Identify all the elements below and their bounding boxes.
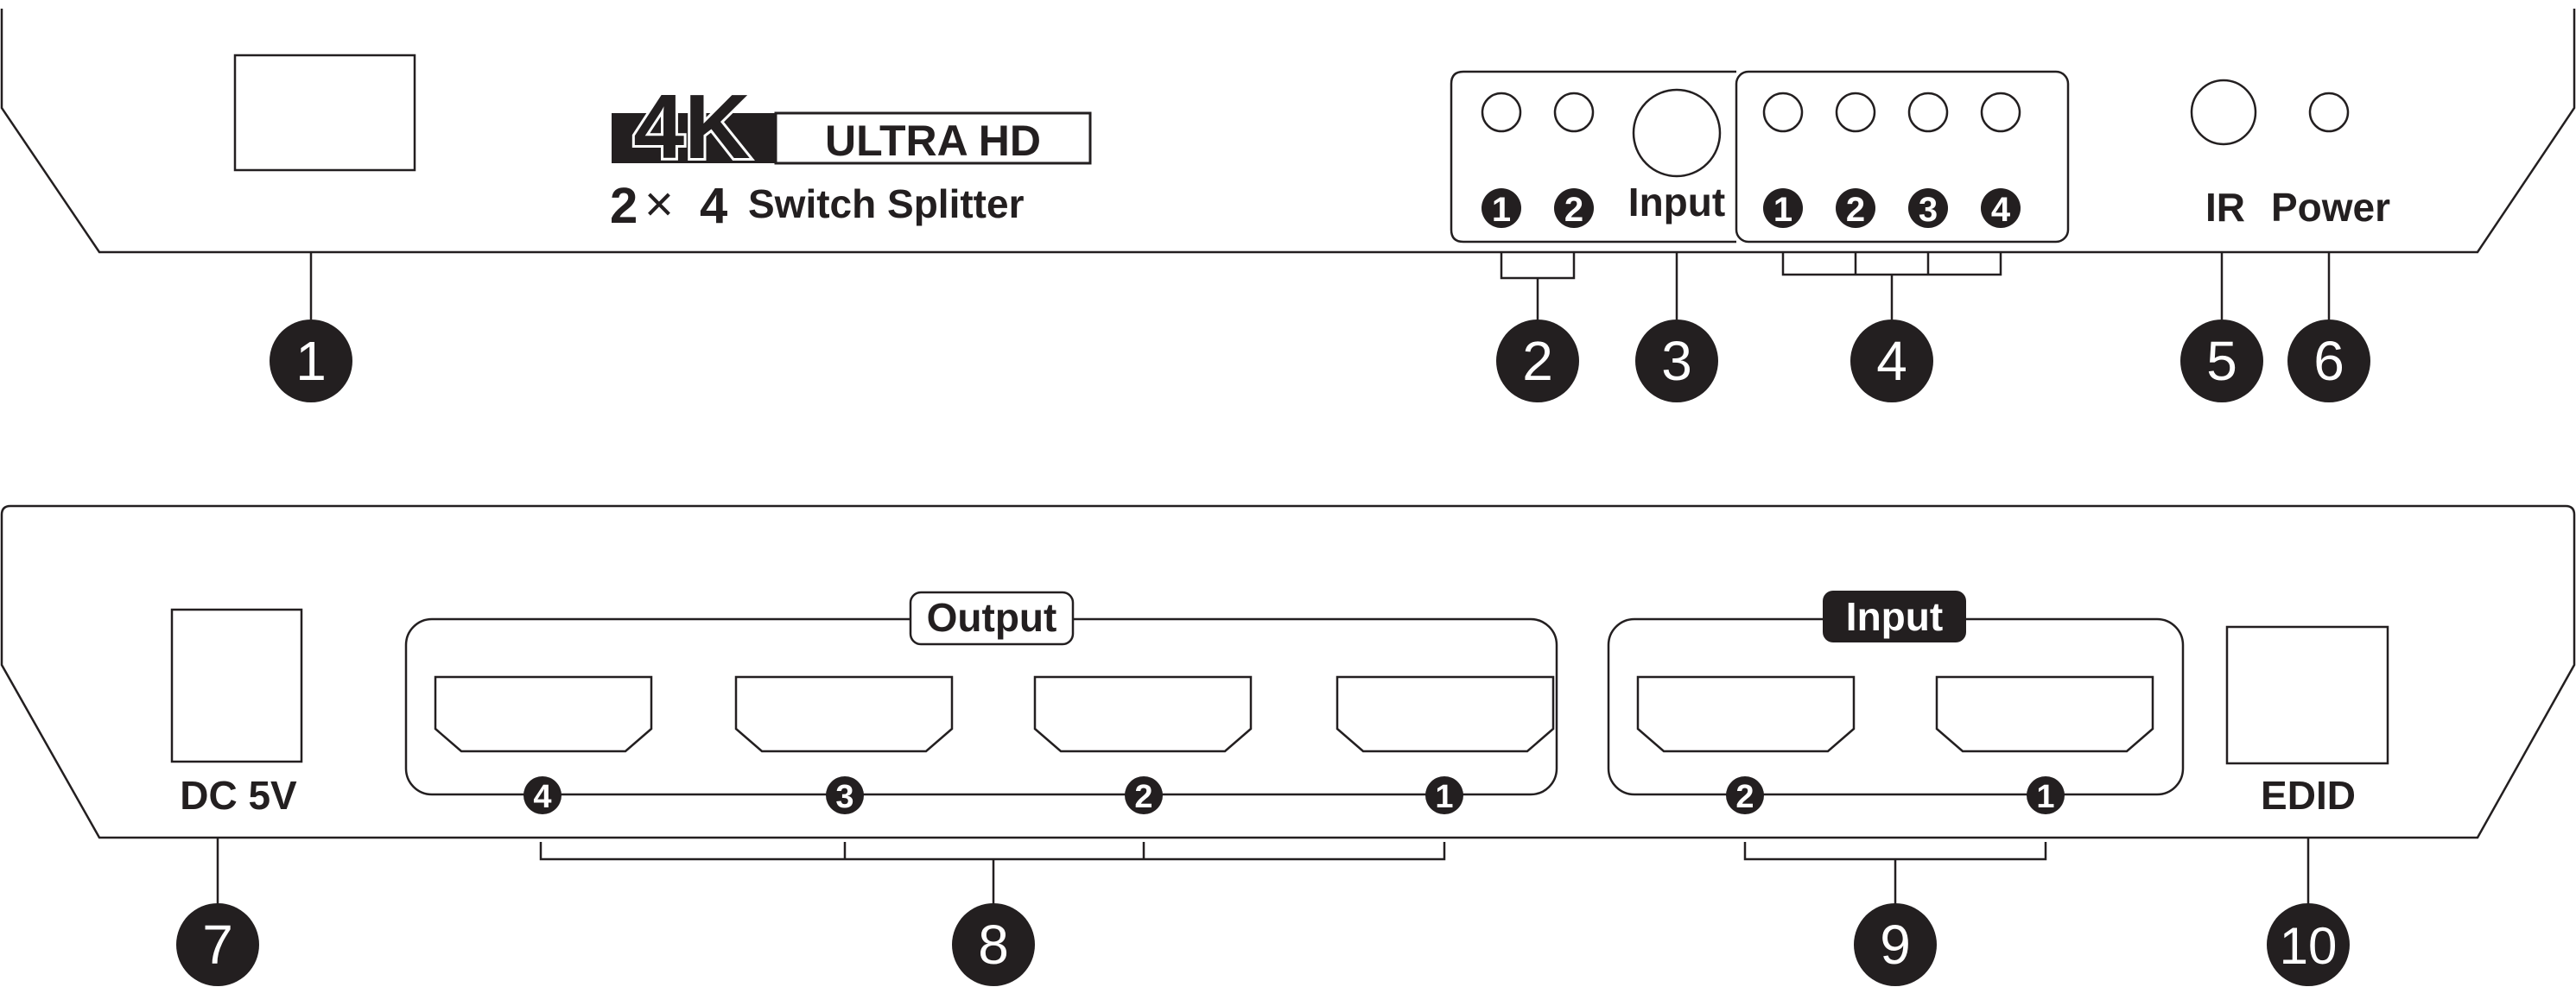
logo-size-b: 4: [700, 178, 727, 234]
output-port-badge-4: [523, 776, 562, 814]
input-led-badge-2-label: 2: [1564, 191, 1583, 229]
output-led-2: [1835, 92, 1876, 133]
hdmi-output-port-2[interactable]: [1033, 675, 1253, 753]
callout-6: [2287, 320, 2370, 402]
output-led-group: 1 2 3 4: [1735, 70, 2070, 244]
output-led-badge-4: [1981, 188, 2021, 228]
output-port-badge-4-label: 4: [533, 779, 551, 815]
logo-ultra-text: ULTRA HD: [825, 117, 1041, 165]
input-selector-group: 1 2 Input: [1450, 70, 1736, 244]
callout-3: [1635, 320, 1718, 402]
callout-9: [1854, 903, 1937, 986]
callout-1-label: 1: [295, 330, 327, 392]
output-led-badge-2: [1836, 188, 1875, 228]
input-led-2: [1553, 92, 1595, 133]
ir-receiver: [2190, 79, 2257, 146]
hdmi-output-port-1[interactable]: [1336, 675, 1555, 753]
input-led-badge-1: [1482, 188, 1521, 228]
power-led: [2308, 92, 2350, 133]
front-display-window: [233, 54, 416, 172]
hdmi-output-port-4[interactable]: [434, 675, 653, 753]
logo-ultra-box: [774, 111, 1092, 165]
input-port-badge-1-label: 1: [2036, 779, 2054, 815]
output-led-badge-3-label: 3: [1919, 191, 1938, 229]
front-leader-lines: [309, 252, 2331, 320]
input-led-badge-2: [1554, 188, 1594, 228]
dc-power-port[interactable]: [170, 608, 303, 763]
input-group-tag: [1823, 591, 1966, 642]
callout-5: [2180, 320, 2263, 402]
callout-6-label: 6: [2313, 330, 2344, 392]
front-panel: 4K ULTRA HD 2 × 4 Switch Splitter 1 2 In…: [0, 9, 2576, 254]
power-label: Power: [2271, 185, 2390, 230]
leader-9: [1743, 842, 2047, 905]
hdmi-output-port-3[interactable]: [734, 675, 954, 753]
output-port-badge-3-label: 3: [835, 779, 853, 815]
callout-4: [1850, 320, 1933, 402]
output-led-badge-2-label: 2: [1846, 191, 1865, 229]
callout-2: [1496, 320, 1579, 402]
output-led-badge-1: [1763, 188, 1803, 228]
output-led-1: [1762, 92, 1804, 133]
logo-4k-text: 4K: [633, 76, 751, 178]
callout-7: [176, 903, 259, 986]
leader-2: [1500, 252, 1576, 320]
callout-7-label: 7: [202, 914, 233, 976]
callout-3-label: 3: [1661, 330, 1692, 392]
callout-4-label: 4: [1876, 330, 1907, 392]
edid-switch[interactable]: [2225, 625, 2389, 765]
callout-badges: 1 2 3 4 5 6 7 8 9 10: [176, 320, 2370, 986]
output-port-badge-1: [1425, 776, 1463, 814]
callout-8-label: 8: [978, 914, 1009, 976]
callout-1: [270, 320, 352, 402]
leader-4: [1781, 252, 2002, 320]
output-led-frame: [1735, 70, 2070, 244]
input-select-button[interactable]: [1632, 88, 1722, 178]
input-group-label: Input: [1846, 594, 1943, 639]
input-button-label: Input: [1628, 180, 1725, 225]
output-port-badge-1-label: 1: [1435, 779, 1453, 815]
output-port-badge-3: [826, 776, 864, 814]
leader-8: [539, 842, 1446, 905]
edid-label: EDID: [2261, 773, 2356, 818]
logo-size-x: ×: [644, 176, 674, 232]
hdmi-input-port-2[interactable]: [1636, 675, 1856, 753]
callout-10-label: 10: [2280, 917, 2338, 975]
ir-label: IR: [2205, 185, 2245, 230]
rear-panel-outline: [0, 504, 2576, 839]
rear-leader-lines: [216, 838, 2310, 905]
hdmi-input-port-1[interactable]: [1935, 675, 2154, 753]
rear-panel: DC 5V Output 4 3 2 1 Input 2 1 EDID: [0, 504, 2576, 839]
output-led-4: [1980, 92, 2021, 133]
output-group-tag: [909, 591, 1075, 646]
callout-9-label: 9: [1880, 914, 1911, 976]
output-port-badge-2-label: 2: [1134, 779, 1152, 815]
input-port-badge-1: [2027, 776, 2065, 814]
logo: 4K ULTRA HD 2 × 4 Switch Splitter: [610, 73, 1092, 234]
callout-8: [952, 903, 1035, 986]
input-led-badge-1-label: 1: [1492, 191, 1511, 229]
dc-label: DC 5V: [180, 773, 297, 818]
output-led-badge-4-label: 4: [1991, 191, 2011, 229]
input-group-frame: [1450, 70, 1736, 244]
callout-10: [2267, 903, 2350, 986]
callout-2-label: 2: [1522, 330, 1553, 392]
output-led-badge-1-label: 1: [1773, 191, 1792, 229]
output-led-badge-3: [1908, 188, 1948, 228]
input-port-badge-2-label: 2: [1735, 779, 1754, 815]
input-port-badge-2: [1726, 776, 1764, 814]
output-led-3: [1907, 92, 1949, 133]
logo-size-a: 2: [610, 178, 638, 234]
callout-5-label: 5: [2206, 330, 2237, 392]
input-led-1: [1481, 92, 1522, 133]
output-group-label: Output: [927, 595, 1057, 640]
logo-product-text: Switch Splitter: [748, 181, 1025, 226]
output-port-badge-2: [1125, 776, 1163, 814]
logo-4k-block: [612, 113, 776, 163]
